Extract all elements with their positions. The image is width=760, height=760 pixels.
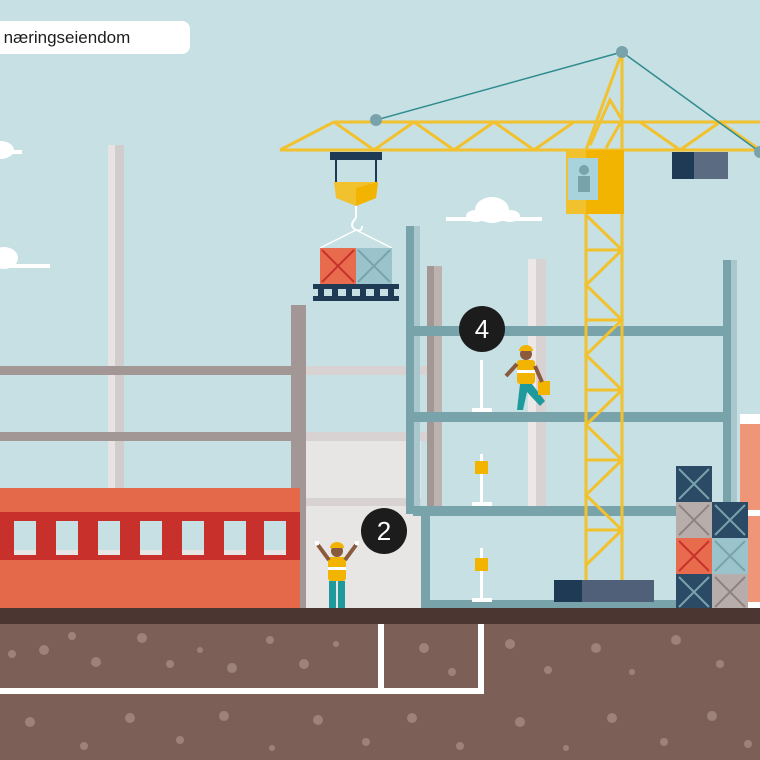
stacked-crates bbox=[676, 466, 748, 610]
soil-stones bbox=[8, 632, 752, 751]
crane-cables bbox=[375, 51, 760, 153]
hanging-crates bbox=[313, 248, 399, 301]
info-marker-4[interactable]: 4 bbox=[459, 306, 505, 352]
cloud-icon bbox=[0, 247, 50, 269]
brick-building bbox=[0, 488, 300, 610]
crane-hook bbox=[319, 152, 393, 249]
crane-cabin bbox=[566, 150, 624, 214]
floor-supports bbox=[472, 360, 492, 602]
page-title-text: og næringseiendom bbox=[0, 28, 131, 47]
crane-counterweight bbox=[672, 152, 728, 179]
cloud-icon bbox=[0, 141, 22, 159]
ground-surface bbox=[0, 608, 760, 624]
page-title: og næringseiendom bbox=[0, 21, 190, 54]
info-marker-2[interactable]: 2 bbox=[361, 508, 407, 554]
cloud-icon bbox=[446, 197, 542, 223]
crane-jib bbox=[279, 120, 760, 152]
worker-signaling bbox=[315, 541, 359, 608]
underground-pipes bbox=[0, 624, 484, 694]
worker-carrying-box bbox=[504, 345, 550, 410]
